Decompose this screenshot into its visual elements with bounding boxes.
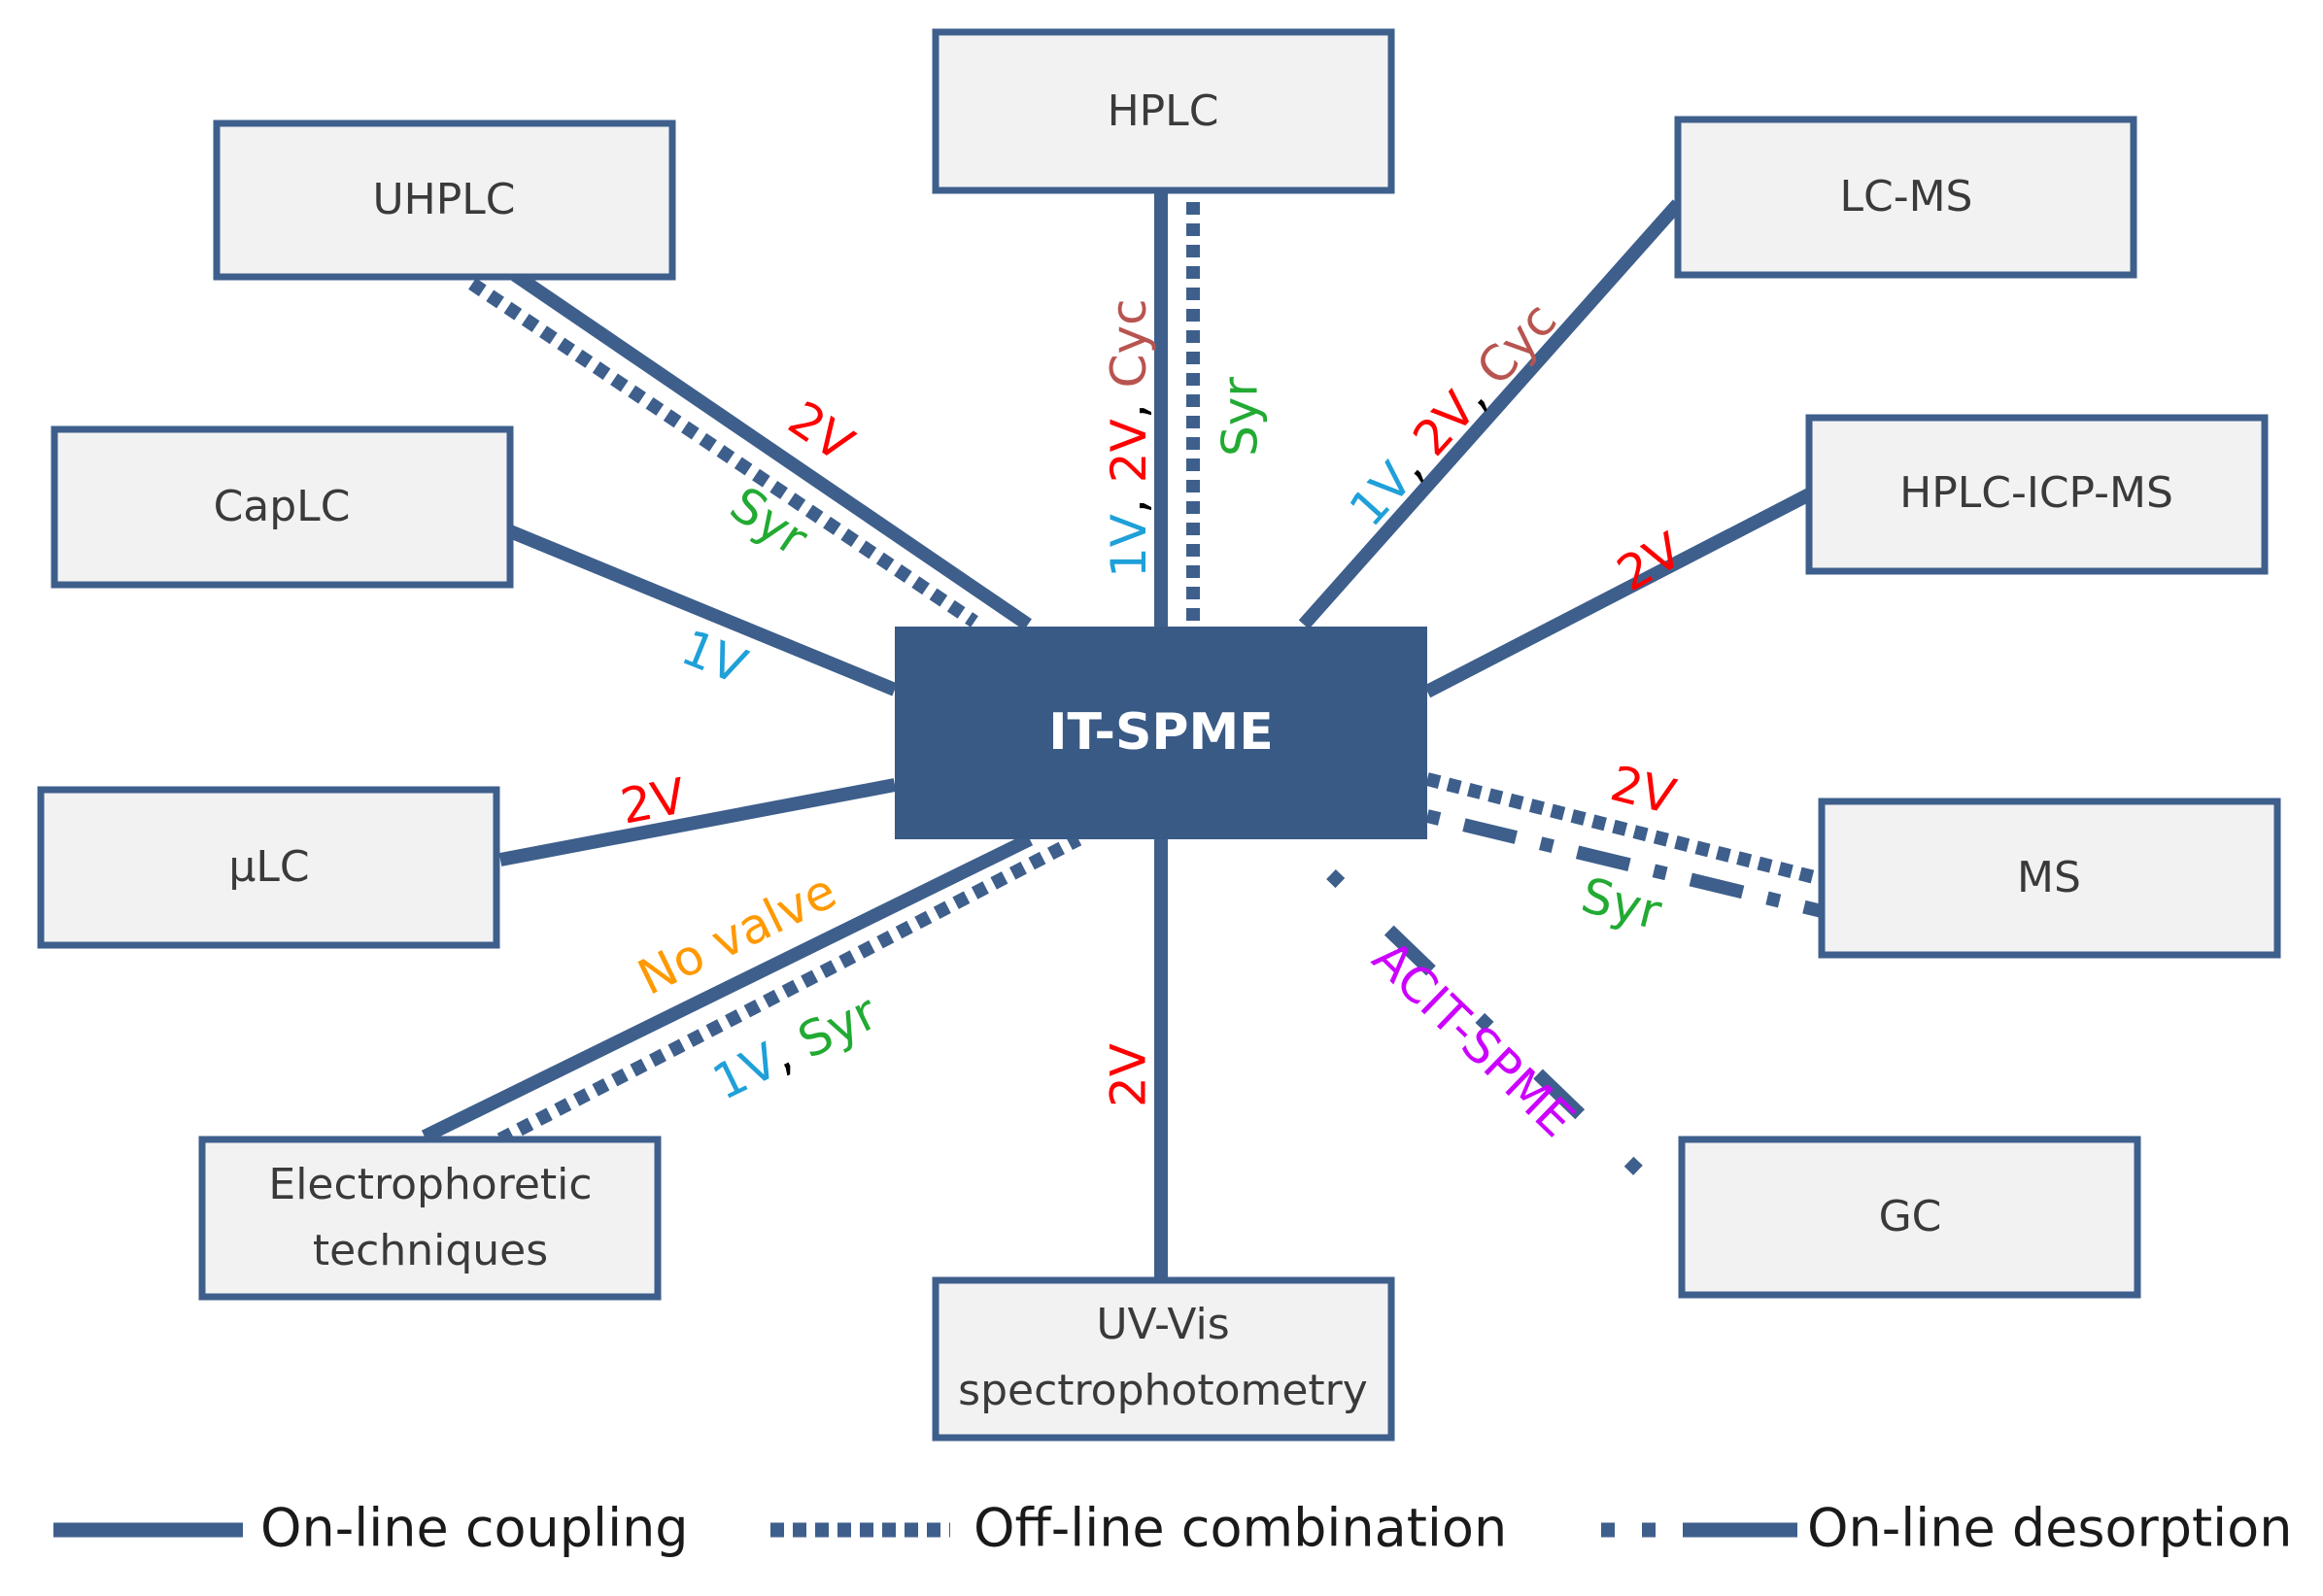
node-gc-label: GC	[1879, 1192, 1942, 1241]
node-lcms-label: LC-MS	[1839, 172, 1972, 221]
label-electro-methods: 1V, Syr	[704, 984, 886, 1111]
label-hplc-syr: Syr	[1213, 377, 1269, 457]
connector-caplc-online	[507, 525, 898, 696]
label-hplc-cyc: Cyc	[1101, 298, 1157, 388]
node-hplc: HPLC	[932, 28, 1395, 194]
node-ms-label: MS	[2017, 853, 2081, 902]
legend-online-coupling-label: On-line coupling	[260, 1498, 689, 1559]
node-ulc-box	[37, 786, 500, 949]
node-ms-box	[1818, 798, 2281, 959]
node-uhplc: UHPLC	[213, 119, 676, 281]
center-label: IT-SPME	[1048, 703, 1274, 762]
node-icp-box	[1805, 414, 2269, 575]
node-uvvis-line2: spectrophotometry	[958, 1366, 1368, 1415]
connector-electro-online	[421, 832, 1034, 1143]
label-hplc-2v: 2V	[1101, 419, 1157, 483]
node-lcms: LC-MS	[1674, 116, 2137, 279]
connector-uhplc-online	[511, 269, 1032, 630]
center-box	[895, 627, 1427, 839]
legend-online-desorption-label: On-line desorption	[1807, 1498, 2292, 1559]
label-hplc-comma1: ,	[1101, 483, 1157, 514]
connector-ulc-online	[498, 778, 897, 866]
node-lcms-box	[1674, 116, 2137, 279]
node-gc-box	[1678, 1136, 2141, 1299]
node-electro-line2: techniques	[313, 1226, 548, 1275]
node-hplc-icp-ms: HPLC-ICP-MS	[1805, 414, 2269, 575]
label-lcms-methods: 1V, 2V, Cyc	[1339, 291, 1568, 537]
node-electro-box	[198, 1136, 662, 1301]
connector-lcms-online	[1298, 199, 1684, 629]
label-hplc-methods: 1V, 2V, Cyc	[1101, 298, 1157, 578]
node-uhplc-box	[213, 119, 676, 281]
node-uvvis-box	[932, 1276, 1395, 1442]
node-uhplc-label: UHPLC	[372, 175, 515, 224]
node-hplc-label: HPLC	[1108, 86, 1219, 136]
node-ulc-label: µLC	[228, 842, 309, 892]
label-ms-2v: 2V	[1605, 755, 1681, 825]
connector-gc-desorption	[1326, 868, 1693, 1225]
center-node: IT-SPME	[895, 627, 1427, 839]
label-hplc-comma2: ,	[1101, 388, 1157, 419]
label-ms-syr: Syr	[1576, 866, 1667, 940]
label-uhplc-syr: Syr	[720, 476, 818, 567]
node-icp-label: HPLC-ICP-MS	[1899, 468, 2173, 518]
node-electrophoretic: Electrophoretic techniques	[198, 1136, 662, 1301]
legend: On-line coupling Off-line combination On…	[53, 1498, 2292, 1559]
connectors	[421, 192, 1824, 1280]
node-caplc: CapLC	[51, 425, 514, 589]
node-uvvis-line1: UV-Vis	[1096, 1300, 1229, 1349]
node-caplc-box	[51, 425, 514, 589]
label-ulc-2v: 2V	[616, 767, 690, 835]
node-caplc-label: CapLC	[214, 482, 351, 531]
node-uvvis: UV-Vis spectrophotometry	[932, 1276, 1395, 1442]
connector-ms-offline	[1425, 772, 1824, 886]
label-uvvis-2v: 2V	[1101, 1043, 1157, 1107]
label-gc-acit: ACIT-SPME	[1362, 930, 1586, 1148]
legend-offline-combination-label: Off-line combination	[974, 1498, 1507, 1559]
node-electro-line1: Electrophoretic	[268, 1160, 592, 1209]
node-hplc-box	[932, 28, 1395, 194]
label-hplc-1v: 1V	[1101, 514, 1157, 578]
connector-icp-online	[1423, 486, 1817, 698]
connector-ms-desorption	[1425, 809, 1824, 918]
node-gc: GC	[1678, 1136, 2141, 1299]
node-ulc: µLC	[37, 786, 500, 949]
connector-uhplc-offline	[468, 278, 978, 628]
node-ms: MS	[1818, 798, 2281, 959]
connector-electro-offline	[496, 832, 1082, 1146]
